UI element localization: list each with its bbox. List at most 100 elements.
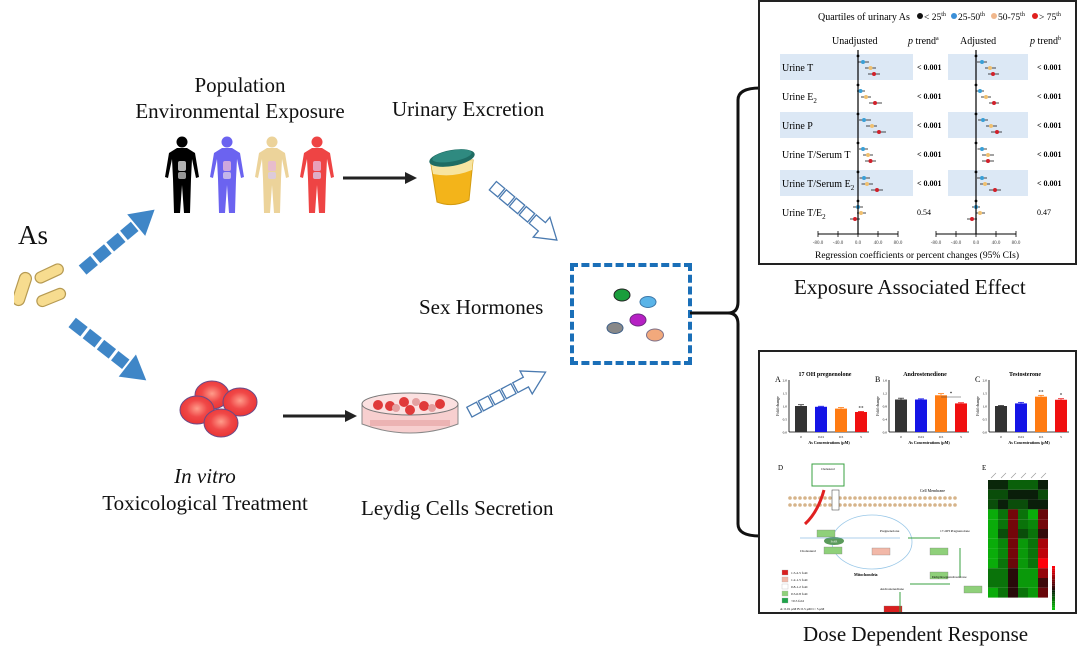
arsenic-pills-icon — [14, 263, 67, 308]
estimate-point — [853, 217, 857, 221]
heatmap-cell — [1018, 558, 1028, 569]
heatmap-cell — [1038, 519, 1048, 529]
significance-label: ** — [859, 406, 865, 411]
x-tick-label: -40.0 — [833, 241, 844, 246]
x-axis-label: Regression coefficients or percent chang… — [815, 250, 1019, 261]
estimate-point — [873, 101, 877, 105]
y-tick-label: 0.5 — [983, 418, 988, 422]
row-shading — [948, 54, 1028, 80]
y-tick-label: 1.6 — [883, 379, 888, 383]
estimate-point — [995, 130, 999, 134]
membrane-lipid — [938, 503, 942, 507]
legend-title: Quartiles of urinary As — [818, 12, 910, 23]
membrane-lipid — [918, 503, 922, 507]
heatmap-letter: E — [982, 464, 986, 472]
heatmap-cell — [1038, 529, 1048, 539]
x-tick-label: 80.0 — [894, 241, 903, 246]
x-tick-label: 5 — [860, 435, 862, 439]
y-tick-label: 0.5 — [783, 418, 788, 422]
y-tick-label: 2.0 — [983, 379, 988, 383]
color-scale-step — [1052, 588, 1055, 591]
fold-change-box — [963, 585, 983, 594]
estimate-point — [991, 72, 995, 76]
substrate-label: Androstenedione — [880, 587, 904, 591]
chart-title: 17 OH pregnenolone — [799, 372, 852, 378]
y-axis-label: Fold change — [775, 396, 780, 416]
x-tick-label: 40.0 — [874, 241, 883, 246]
heatmap-cell — [988, 499, 998, 510]
urine-cup-icon — [429, 149, 475, 206]
legend-label: 1.2-1.5 fold — [791, 578, 808, 582]
membrane-lipid — [873, 503, 877, 507]
estimate-point — [980, 60, 984, 64]
population-title-line2: Environmental Exposure — [135, 99, 345, 123]
x-tick-label: 40.0 — [992, 241, 1001, 246]
heatmap-cell — [1038, 499, 1048, 510]
legend-marker — [917, 13, 923, 19]
color-scale-step — [1052, 590, 1055, 593]
human-body-icon — [255, 136, 289, 213]
header-p-trend-b: p trendb — [1029, 36, 1061, 47]
urinary-excretion-label: Urinary Excretion — [392, 97, 545, 121]
fold-change-box — [883, 605, 903, 614]
membrane-lipid — [858, 503, 862, 507]
membrane-lipid — [908, 503, 912, 507]
significance-label: * — [1060, 394, 1063, 399]
heatmap-cell — [1008, 587, 1018, 598]
membrane-lipid — [848, 503, 852, 507]
heatmap-cell — [1018, 548, 1028, 559]
heatmap-cell — [998, 578, 1008, 588]
population-title: Population Environmental Exposure — [120, 72, 360, 124]
heatmap-cell — [988, 587, 998, 598]
heatmap-cell — [1028, 529, 1038, 539]
membrane-lipid — [933, 496, 937, 500]
color-scale-step — [1052, 607, 1055, 610]
membrane-lipid — [873, 496, 877, 500]
membrane-lipid — [913, 496, 917, 500]
dose-response-caption: Dose Dependent Response — [803, 622, 1029, 646]
membrane-lipid — [933, 503, 937, 507]
membrane-lipid — [793, 496, 797, 500]
heatmap-cell — [1008, 568, 1018, 578]
membrane-lipid — [788, 496, 792, 500]
hormone-dot-peach — [646, 328, 664, 342]
fold-change-box — [816, 529, 836, 538]
membrane-lipid — [893, 503, 897, 507]
toxicological-label: Toxicological Treatment — [102, 491, 308, 515]
heatmap-cell — [1028, 538, 1038, 549]
x-tick-label: -40.0 — [951, 241, 962, 246]
heatmap-cell — [998, 489, 1008, 500]
x-tick-label: 5 — [960, 435, 962, 439]
membrane-lipid — [808, 496, 812, 500]
substrate-label: 17-OH Pregnenolone — [940, 529, 970, 533]
estimate-point — [872, 72, 876, 76]
header-unadjusted: Unadjusted — [832, 36, 878, 47]
membrane-lipid — [938, 496, 942, 500]
membrane-lipid — [813, 496, 817, 500]
legend-label: 1.5-2.5 fold — [791, 571, 808, 575]
header-p-trend-a: p trenda — [907, 36, 939, 47]
agent-label: As — [18, 220, 49, 250]
x-tick-label: 0.5 — [939, 435, 944, 439]
leydig-cells-icon — [179, 380, 258, 438]
heatmap-cell — [1008, 519, 1018, 529]
color-scale-step — [1052, 596, 1055, 599]
bar — [935, 395, 947, 432]
in-vitro-label: In vitro — [174, 464, 236, 488]
membrane-lipid — [858, 496, 862, 500]
membrane-lipid — [923, 503, 927, 507]
human-body-icon — [210, 136, 244, 213]
color-scale-step — [1052, 566, 1055, 569]
heatmap-cell — [1028, 558, 1038, 569]
membrane-lipid — [888, 503, 892, 507]
human-body-icon — [165, 136, 199, 213]
estimate-point — [980, 147, 984, 151]
x-tick-label: 0 — [1000, 435, 1002, 439]
legend-label: < 25th — [924, 12, 946, 23]
heatmap-cell — [1028, 480, 1038, 490]
column-label — [1020, 472, 1027, 479]
row-label: Urine T/Serum T — [782, 150, 851, 161]
heatmap-cell — [1038, 480, 1048, 490]
legend-label: 0.8-1.2 fold — [791, 585, 808, 589]
